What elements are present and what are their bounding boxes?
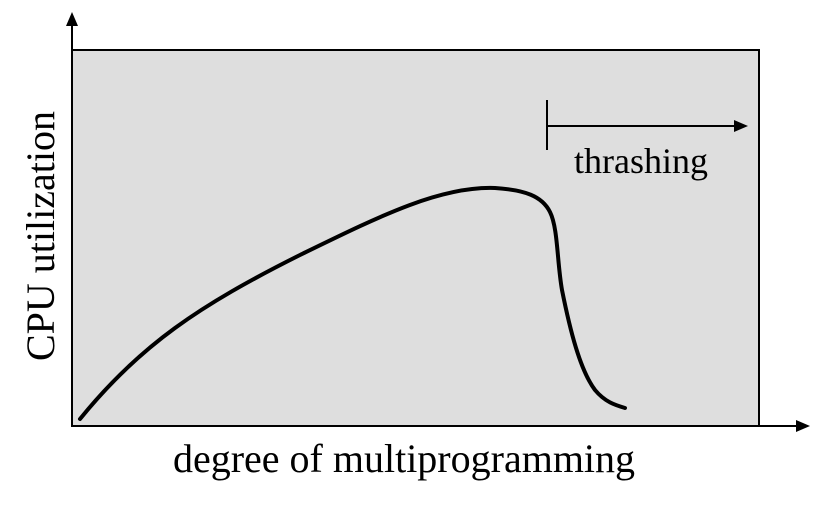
thrashing-label: thrashing (574, 141, 708, 181)
y-axis-arrowhead (66, 12, 78, 26)
cpu-utilization-curve (78, 185, 627, 421)
x-axis-label: degree of multiprogramming (173, 436, 635, 481)
y-axis-label: CPU utilization (18, 111, 63, 361)
x-axis-arrowhead (796, 420, 810, 432)
plot-area (71, 49, 760, 427)
thrashing-arrowhead (734, 120, 748, 132)
